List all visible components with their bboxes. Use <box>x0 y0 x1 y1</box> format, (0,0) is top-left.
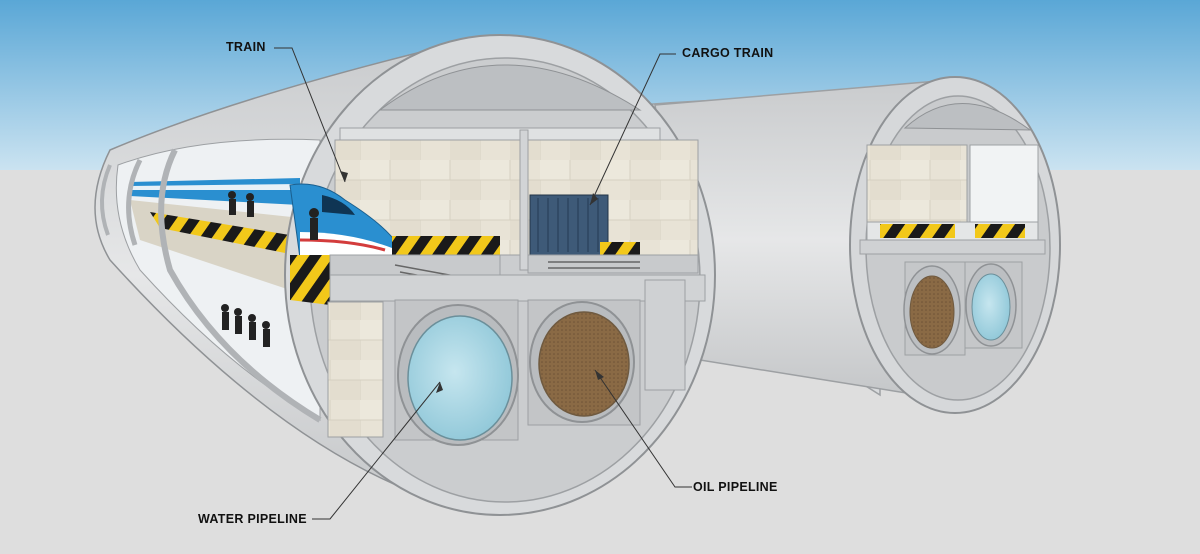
oil-pipeline-label: OIL PIPELINE <box>693 480 778 494</box>
water-pipeline-label: WATER PIPELINE <box>198 512 307 526</box>
cargo-container <box>529 194 609 256</box>
leader-lines <box>274 47 692 520</box>
train-label: TRAIN <box>226 40 266 54</box>
main-tunnel <box>94 34 716 516</box>
cargo-train-label: CARGO TRAIN <box>682 46 774 60</box>
water-pipeline <box>394 299 519 446</box>
oil-pipeline <box>527 299 641 426</box>
right-tunnel <box>639 76 1061 414</box>
leader-arrowheads <box>340 171 604 393</box>
